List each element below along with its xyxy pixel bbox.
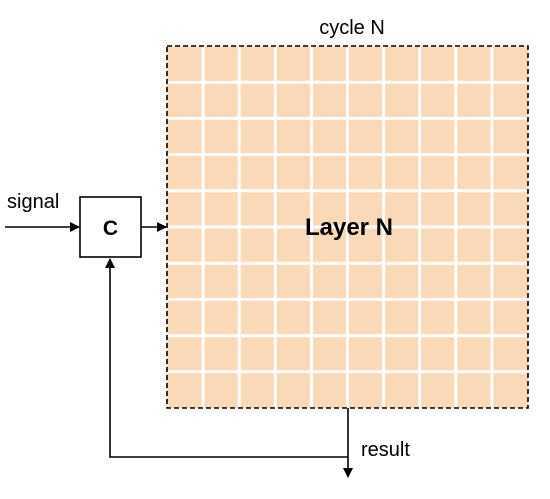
grid-lines (167, 46, 528, 408)
feedback-arrow (105, 258, 348, 458)
controller-label: C (103, 217, 118, 240)
cycle-label: cycle N (319, 17, 385, 39)
layer-grid (166, 45, 529, 409)
controller-node: C (79, 196, 142, 258)
signal-label: signal (7, 191, 59, 213)
layer-grid-border (166, 45, 529, 409)
controller-box (79, 196, 142, 258)
layer-label: Layer N (305, 214, 393, 241)
result-label: result (361, 439, 410, 461)
